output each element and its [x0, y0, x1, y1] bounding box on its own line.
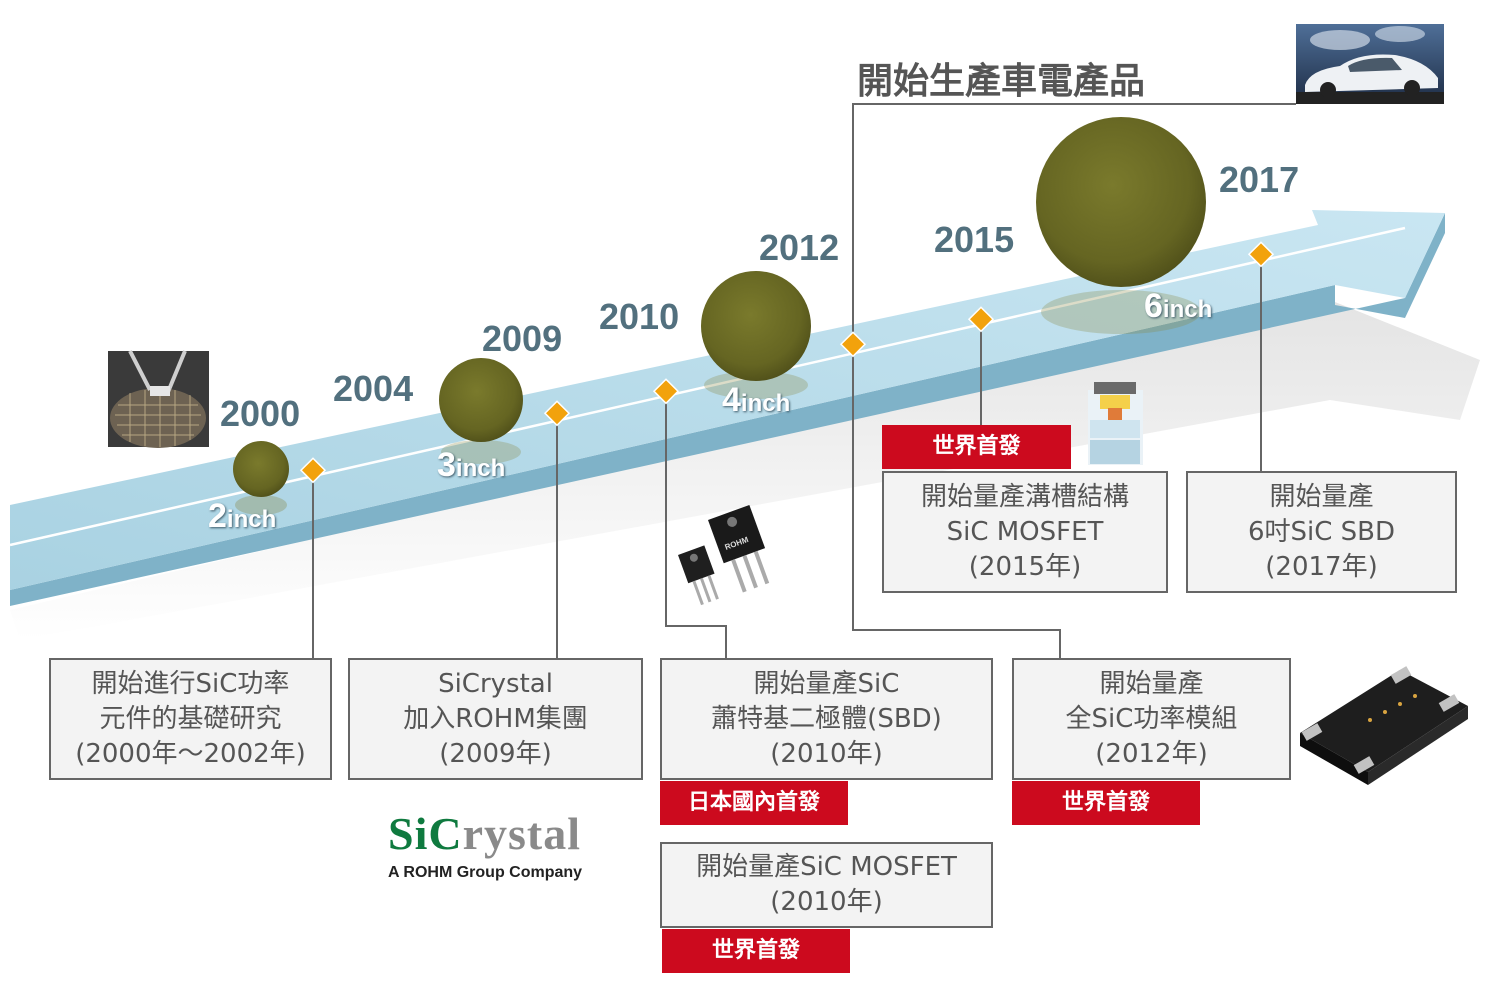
marker-2004 [543, 400, 571, 427]
year-2004: 2004 [333, 368, 414, 409]
box-line: 開始進行SiC功率 [91, 668, 290, 699]
wafer-size-number: 4 [722, 381, 741, 419]
wafer-size-number: 2 [208, 497, 227, 535]
marker-2010 [652, 378, 680, 405]
box-line: 開始量產 [1099, 668, 1204, 699]
wafer-size-number: 3 [437, 446, 456, 484]
milestone-box-2010-mosfet: 開始量產SiC MOSFET (2010年) [660, 842, 993, 928]
box-line: (2010年) [770, 887, 883, 917]
wafer-4inch-reflection [704, 371, 808, 399]
logo-brand-gray: rystal [462, 808, 582, 859]
milestone-box-2000: 開始進行SiC功率 元件的基礎研究 (2000年～2002年) [49, 658, 332, 780]
wafer-size-unit: inch [455, 455, 506, 482]
milestone-box-2009: SiCrystal 加入ROHM集團 (2009年) [348, 658, 643, 780]
badge-japan-first: 日本國內首發 [660, 781, 848, 825]
box-line: (2000年～2002年) [75, 738, 306, 769]
box-line: (2010年) [770, 738, 883, 769]
box-line: 開始量產SiC [753, 668, 900, 699]
marker-2012 [839, 331, 867, 358]
arrow-body [10, 210, 1445, 590]
logo-tagline: A ROHM Group Company [388, 864, 583, 881]
page-title: 開始生產車電產品 [857, 61, 1146, 102]
timeline-markers [299, 241, 1275, 484]
milestone-box-2017: 開始量產 6吋SiC SBD (2017年) [1186, 471, 1457, 593]
wafer-3inch-icon [439, 358, 523, 442]
year-2010: 2010 [599, 296, 680, 337]
box-line: 開始量產SiC MOSFET [696, 852, 957, 882]
wafer-size-number: 6 [1144, 287, 1163, 325]
box-line: 全SiC功率模組 [1065, 703, 1238, 734]
box-line: 加入ROHM集團 [403, 703, 588, 734]
wafer-2inch-reflection [235, 495, 287, 515]
marker-2015 [967, 306, 995, 333]
badge-world-first: 世界首發 [662, 929, 850, 973]
year-2017: 2017 [1219, 159, 1300, 200]
wafer-size-unit: inch [1162, 296, 1213, 323]
sicrystal-logo: SiCrystal A ROHM Group Company [388, 806, 618, 890]
box-line: 開始量產溝槽結構 [920, 481, 1129, 512]
badge-world-first: 世界首發 [882, 425, 1071, 469]
connector-lines [312, 103, 1296, 660]
box-line: (2009年) [439, 738, 552, 769]
wafer-size-4inch: 4inch [722, 381, 790, 420]
wafer-size-unit: inch [740, 390, 791, 417]
milestone-box-2010-sbd: 開始量產SiC 蕭特基二極體(SBD) (2010年) [660, 658, 993, 780]
package-chip-icon [678, 504, 770, 606]
marker-2000 [299, 457, 327, 484]
timeline-line [9, 226, 1406, 547]
wafer-3inch-reflection [441, 440, 521, 464]
wafer-2inch-icon [233, 441, 289, 497]
logo-wordmark: SiCrystal [388, 806, 618, 862]
box-line: SiC MOSFET [946, 516, 1104, 547]
box-line: SiCrystal [438, 668, 553, 699]
car-photo-icon [1296, 24, 1444, 104]
marker-2017 [1247, 241, 1275, 268]
milestone-box-2012: 開始量產 全SiC功率模組 (2012年) [1012, 658, 1291, 780]
milestone-box-2015: 開始量產溝槽結構 SiC MOSFET (2015年) [882, 471, 1168, 593]
wafer-6inch-reflection [1041, 290, 1201, 334]
wafer-size-2inch: 2inch [208, 497, 276, 536]
year-2012: 2012 [759, 227, 840, 268]
year-2015: 2015 [934, 219, 1015, 260]
logo-brand-green: SiC [388, 808, 463, 859]
wafers [233, 117, 1206, 515]
year-2000: 2000 [220, 393, 301, 434]
wafer-size-6inch: 6inch [1144, 287, 1212, 326]
year-2009: 2009 [482, 318, 563, 359]
wafer-4inch-icon [701, 271, 811, 381]
box-line: (2012年) [1095, 738, 1208, 769]
power-module-icon [1300, 666, 1468, 785]
box-line: (2015年) [968, 551, 1082, 582]
box-line: 6吋SiC SBD [1247, 516, 1396, 547]
box-line: 開始量產 [1269, 481, 1374, 512]
wafer-6inch-icon [1036, 117, 1206, 287]
wafer-size-3inch: 3inch [437, 446, 505, 485]
box-line: 元件的基礎研究 [99, 703, 282, 734]
box-line: 蕭特基二極體(SBD) [711, 703, 942, 734]
badge-world-first: 世界首發 [1012, 781, 1200, 825]
box-line: (2017年) [1265, 551, 1378, 582]
wafer-photo-icon [108, 350, 209, 448]
mosfet-cross-section-icon [1088, 382, 1143, 465]
arrow-side [10, 213, 1445, 606]
wafer-size-unit: inch [226, 506, 277, 533]
